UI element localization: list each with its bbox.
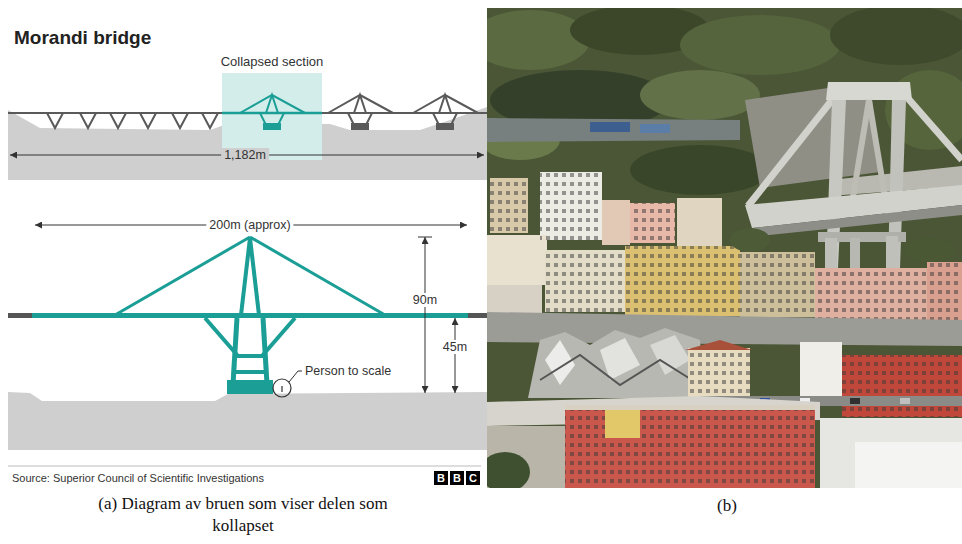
deck-collapsed <box>32 313 468 318</box>
callout-label: Person to scale <box>302 364 394 378</box>
hillside <box>487 8 962 488</box>
dimension-label: 90m <box>410 293 440 307</box>
collapsed-highlight <box>222 73 322 160</box>
deck-end <box>8 313 32 318</box>
leader-line <box>289 371 302 382</box>
logo-letter-box: B <box>450 471 464 485</box>
height-tick <box>418 237 432 238</box>
stay-cables <box>115 237 385 315</box>
section-heading: Collapsed section <box>221 54 324 69</box>
overview-profile <box>8 73 487 180</box>
stayed-tower-small <box>328 95 393 129</box>
figure-caption: (a) Diagram av bruen som viser delen som… <box>78 493 408 537</box>
logo-letter-box: C <box>466 471 480 485</box>
trestle-pier <box>205 318 295 384</box>
bridge-photo <box>487 8 962 488</box>
deck-height-dimension <box>455 318 456 393</box>
rail-yard <box>487 118 740 142</box>
source-note: Source: Superior Council of Scientific I… <box>9 472 267 484</box>
tower-antenna <box>241 238 259 315</box>
height-dimension <box>425 237 426 393</box>
rubble <box>528 328 705 398</box>
stayed-tower-small <box>413 95 478 129</box>
dimension-label: 45m <box>440 340 470 354</box>
pier-base <box>227 380 273 394</box>
dimension-label: 200m (approx) <box>206 218 293 232</box>
buildings-front <box>487 340 962 488</box>
subfigure-caption: (b) <box>714 496 740 516</box>
containers <box>640 124 670 133</box>
logo-letter: C <box>469 473 477 484</box>
diagram-title: Morandi bridge <box>14 27 151 49</box>
collapsed-tower-small <box>222 95 322 129</box>
ground <box>8 392 487 450</box>
logo-letter: B <box>437 473 445 484</box>
collapsed-section-band: Collapsed section <box>222 73 322 160</box>
detail-span <box>8 225 487 466</box>
v-piers <box>47 113 218 128</box>
person-circle <box>273 379 291 397</box>
deck-end <box>468 313 487 318</box>
person-figure <box>281 386 282 392</box>
dimension-label: 1,182m <box>221 148 269 162</box>
containers <box>590 122 630 132</box>
logo-letter-box: B <box>434 471 448 485</box>
source-rule <box>8 466 481 467</box>
logo-letter: B <box>453 473 461 484</box>
